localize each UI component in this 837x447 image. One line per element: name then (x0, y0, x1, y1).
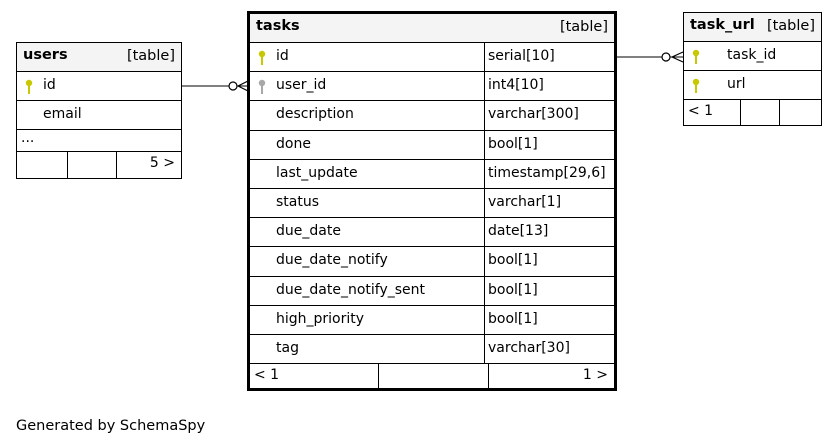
column-name: last_update (276, 164, 358, 181)
tasks-task-url-relation (616, 51, 684, 63)
column-divider (484, 247, 485, 276)
column-name: task_id (727, 47, 777, 63)
column-list: id serial[10] user_id int4[10] description va… (250, 43, 614, 365)
table-users[interactable]: users [table] id email ... 5 > (16, 42, 182, 179)
table-name: tasks (256, 18, 300, 34)
column-row-tag[interactable]: tag varchar[30] (250, 334, 614, 365)
parents-count: < 1 (688, 103, 714, 120)
column-name: email (43, 106, 82, 123)
generated-by-label: Generated by SchemaSpy (16, 418, 206, 434)
column-name: due_date_notify (276, 252, 388, 269)
column-row-due-date[interactable]: due_date date[13] (250, 218, 614, 248)
column-row-url[interactable]: url (684, 71, 821, 101)
table-footer: < 1 1 > (250, 364, 614, 391)
column-type: varchar[30] (488, 339, 570, 356)
footer-divider (488, 364, 489, 391)
column-name: user_id (276, 77, 327, 94)
column-type: bool[1] (488, 281, 538, 298)
footer-divider (740, 100, 741, 127)
column-type: timestamp[29,6] (488, 164, 606, 181)
table-kind: [table] (559, 19, 608, 35)
children-count: 5 > (149, 155, 175, 172)
more-columns-indicator: ... (17, 130, 181, 153)
column-row-user-id[interactable]: user_id int4[10] (250, 72, 614, 102)
footer-divider (779, 100, 780, 127)
column-name: due_date_notify_sent (276, 281, 425, 298)
foreign-key-icon (258, 79, 266, 95)
column-row-task-id[interactable]: task_id (684, 42, 821, 72)
column-divider (484, 218, 485, 247)
column-row-last-update[interactable]: last_update timestamp[29,6] (250, 159, 614, 189)
column-divider (484, 188, 485, 218)
column-row-description[interactable]: description varchar[300] (250, 101, 614, 131)
footer-divider (67, 152, 68, 179)
table-kind: [table] (766, 18, 815, 34)
column-divider (484, 43, 485, 72)
column-type: bool[1] (488, 310, 538, 327)
column-type: date[13] (488, 223, 549, 240)
column-divider (484, 72, 485, 101)
column-name: done (276, 135, 311, 152)
column-divider (484, 276, 485, 305)
table-footer: < 1 (684, 100, 821, 127)
children-count: 1 > (582, 367, 608, 384)
table-name: users (23, 47, 68, 63)
column-row-high-priority[interactable]: high_priority bool[1] (250, 305, 614, 335)
column-row-done[interactable]: done bool[1] (250, 130, 614, 160)
primary-key-icon (25, 79, 33, 94)
primary-key-icon (692, 78, 700, 94)
column-type: varchar[1] (488, 193, 562, 210)
column-type: int4[10] (488, 77, 544, 94)
table-name: task_url (690, 17, 755, 33)
column-type: varchar[300] (488, 106, 579, 123)
table-kind: [table] (126, 48, 175, 64)
column-type: bool[1] (488, 135, 538, 152)
column-name: due_date (276, 223, 341, 240)
column-divider (484, 334, 485, 364)
parents-count: < 1 (254, 367, 280, 384)
table-task-url[interactable]: task_url [table] task_id url < 1 (683, 12, 822, 127)
footer-divider (116, 152, 117, 179)
column-divider (484, 130, 485, 159)
column-type: bool[1] (488, 252, 538, 269)
column-name: high_priority (276, 310, 365, 327)
users-tasks-relation (182, 80, 249, 92)
table-header: tasks [table] (250, 14, 614, 43)
table-footer: 5 > (17, 152, 181, 179)
primary-key-icon (692, 49, 700, 64)
column-name: id (276, 48, 289, 64)
column-row-due-date-notify-sent[interactable]: due_date_notify_sent bool[1] (250, 276, 614, 306)
column-divider (484, 305, 485, 334)
table-tasks[interactable]: tasks [table] id serial[10] user_id int4[10… (247, 11, 617, 391)
table-header: task_url [table] (684, 13, 821, 42)
primary-key-icon (258, 50, 266, 65)
column-name: status (276, 193, 320, 210)
column-divider (484, 159, 485, 188)
column-name: url (727, 76, 746, 93)
footer-divider (378, 364, 379, 391)
column-name: description (276, 106, 354, 123)
column-name: id (43, 77, 56, 93)
column-row-id[interactable]: id (17, 72, 181, 102)
column-type: serial[10] (488, 48, 555, 64)
column-row-status[interactable]: status varchar[1] (250, 188, 614, 219)
column-row-email[interactable]: email (17, 101, 181, 131)
column-divider (484, 101, 485, 130)
column-name: tag (276, 339, 299, 356)
table-header: users [table] (17, 43, 181, 72)
column-row-due-date-notify[interactable]: due_date_notify bool[1] (250, 247, 614, 277)
column-row-id[interactable]: id serial[10] (250, 43, 614, 73)
